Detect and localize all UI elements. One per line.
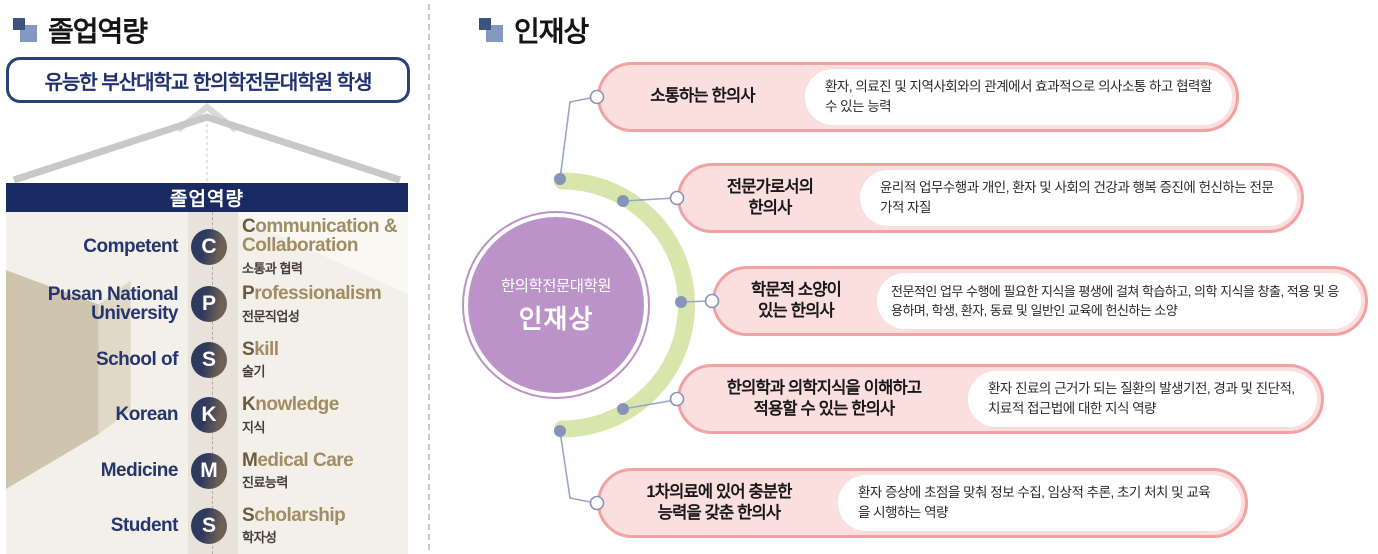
row-word: Competent <box>83 235 178 257</box>
letter-badge: P <box>191 286 227 323</box>
talent-center-circle: 한의학전문대학원 인재상 <box>462 211 650 399</box>
row-term-korean: 학자성 <box>242 530 277 546</box>
row-word: School of <box>95 348 179 370</box>
row-term: Communication & Collaboration <box>242 216 398 257</box>
row-term-korean: 술기 <box>242 364 265 380</box>
row-term: Skill <box>242 338 279 360</box>
connector-line-2 <box>622 197 676 202</box>
arc-dot-4 <box>617 403 629 415</box>
graduation-title-text: 졸업역량 <box>48 16 148 47</box>
competency-rows: Competent C Communication & Collaboratio… <box>6 212 408 554</box>
pill-description: 환자, 의료진 및 지역사회와의 관계에서 효과적으로 의사소통 하고 협력할 … <box>805 69 1232 125</box>
connector-line-3 <box>680 300 711 303</box>
arc-dot-2 <box>617 195 629 207</box>
letter-badge: K <box>191 397 227 434</box>
vertical-dashed-divider <box>428 4 430 550</box>
letter-badge: C <box>191 228 227 265</box>
arc-dot-3 <box>675 296 687 308</box>
talent-title-text: 인재상 <box>514 16 589 47</box>
pill-description: 윤리적 업무수행과 개인, 환자 및 사회의 건강과 행복 증진에 헌신하는 전… <box>860 170 1297 226</box>
row-term: Scholarship <box>242 505 346 527</box>
letter-badge: M <box>191 452 227 489</box>
letter-badge: S <box>191 341 227 378</box>
competency-row: School of S Skill 술기 <box>6 332 408 387</box>
section-bullet-icon <box>478 17 504 43</box>
row-term-korean: 진료능력 <box>242 475 288 491</box>
row-term-korean: 소통과 협력 <box>242 260 303 276</box>
competency-row: Student S Scholarship 학자성 <box>6 499 408 554</box>
row-term: Medical Care <box>242 449 354 471</box>
connector-line-1 <box>559 96 596 180</box>
competency-row: Korean K Knowledge 지식 <box>6 388 408 443</box>
section-bullet-icon <box>12 17 38 43</box>
row-word: Korean <box>115 404 179 426</box>
graduation-section-title: 졸업역량 <box>12 10 148 50</box>
competency-row: Medicine M Medical Care 진료능력 <box>6 443 408 498</box>
pill-description: 환자 증상에 초점을 맞춰 정보 수집, 임상적 추론, 초기 처치 및 교육을… <box>838 475 1241 531</box>
row-term: Knowledge <box>242 394 339 416</box>
competency-header-bar: 졸업역량 <box>6 183 408 212</box>
pill-description: 전문적인 업무 수행에 필요한 지식을 평생에 걸쳐 학습하고, 의학 지식을 … <box>877 273 1361 329</box>
circle-title: 인재상 <box>518 304 594 334</box>
pillar-shade-mid <box>98 280 131 435</box>
row-term-korean: 전문직업성 <box>242 308 300 324</box>
row-word: Student <box>110 515 179 537</box>
connector-line-4 <box>622 399 676 410</box>
pillar-center-column <box>188 212 238 554</box>
talent-pill-1: 소통하는 한의사 환자, 의료진 및 지역사회와의 관계에서 효과적으로 의사소… <box>597 62 1239 132</box>
pill-label: 소통하는 한의사 <box>650 87 755 106</box>
row-word: Medicine <box>100 459 179 481</box>
competency-row: Pusan National University P Professional… <box>6 277 408 332</box>
arc-dot-5 <box>554 425 566 437</box>
row-term: Professionalism <box>242 283 382 305</box>
letter-badge: S <box>191 508 227 545</box>
pledge-box: 유능한 부산대학교 한의학전문대학원 학생 <box>6 57 410 103</box>
row-word: Pusan National University <box>47 283 179 325</box>
arc-dot-1 <box>554 173 566 185</box>
talent-section-title: 인재상 <box>478 10 589 50</box>
competency-row: Competent C Communication & Collaboratio… <box>6 217 408 277</box>
circle-subtitle: 한의학전문대학원 <box>500 278 612 295</box>
pill-description: 환자 진료의 근거가 되는 질환의 발생기전, 경과 및 진단적, 치료적 접근… <box>968 371 1317 427</box>
row-term-korean: 지식 <box>242 419 265 435</box>
competency-panel: Competent C Communication & Collaboratio… <box>6 212 408 554</box>
connector-line-5 <box>559 430 596 504</box>
